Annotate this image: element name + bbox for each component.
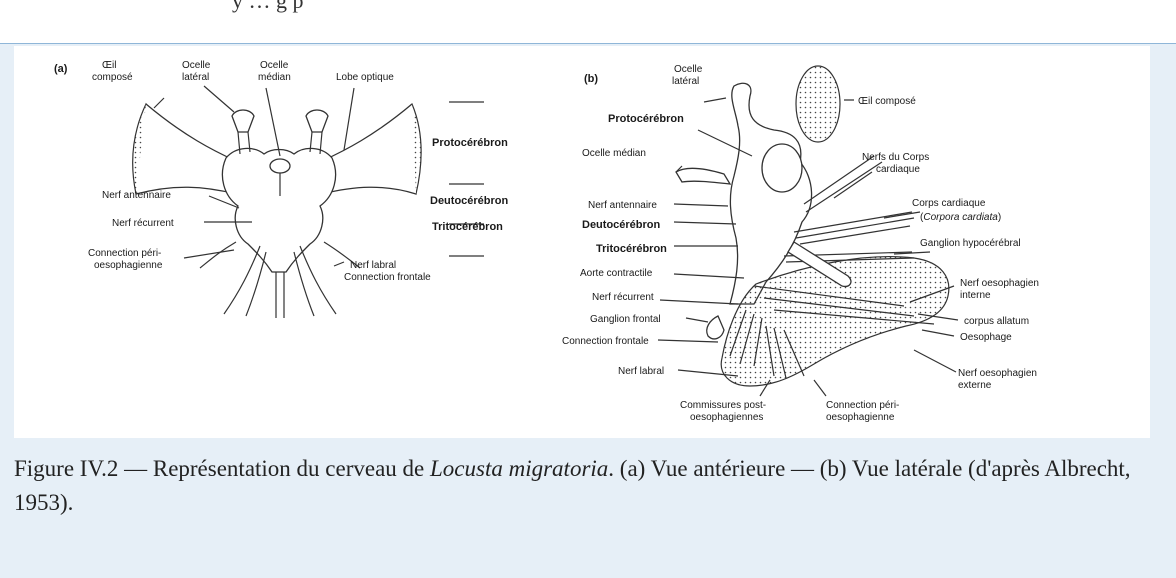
panel-b: (b) Ocelle latéral Œil composé xyxy=(562,64,1039,423)
label-b-nerf-antennaire: Nerf antennaire xyxy=(588,200,657,211)
label-b-ganglion-frontal: Ganglion frontal xyxy=(590,314,661,325)
label-a-oeil-2: composé xyxy=(92,72,133,83)
label-a-ocelle-lateral-2: latéral xyxy=(182,72,209,83)
label-a-protocerebron: Protocérébron xyxy=(432,137,508,149)
panel-a-tag: (a) xyxy=(54,63,68,75)
label-a-nerf-labral: Nerf labral xyxy=(350,260,396,271)
panel-b-brain-lobe xyxy=(762,144,802,192)
caption-species: Locusta migratoria xyxy=(430,456,608,481)
label-b-commissures-1: Commissures post- xyxy=(680,400,766,411)
panel-b-tag: (b) xyxy=(584,73,598,85)
label-b-connection-peri-2: oesophagienne xyxy=(826,412,895,423)
label-a-deutocerebron: Deutocérébron xyxy=(430,195,509,207)
label-b-ganglion-hypocerebral: Ganglion hypocérébral xyxy=(920,238,1021,249)
label-b-nerf-oeso-interne-1: Nerf oesophagien xyxy=(960,278,1039,289)
top-strip: y … g p xyxy=(0,0,1176,44)
label-a-ocelle-median-1: Ocelle xyxy=(260,60,289,71)
label-a-ocelle-lateral-1: Ocelle xyxy=(182,60,211,71)
label-b-oeil-compose: Œil composé xyxy=(858,96,916,107)
label-b-connection-frontale: Connection frontale xyxy=(562,336,649,347)
figure-panel: (a) Œil xyxy=(14,46,1150,438)
panel-b-compound-eye xyxy=(796,66,840,142)
label-b-corps-cardiaque: Corps cardiaque xyxy=(912,198,986,209)
label-a-connection-peri-2: oesophagienne xyxy=(94,260,163,271)
label-b-nerf-labral: Nerf labral xyxy=(618,366,664,377)
label-a-tritocerebron: Tritocérébron xyxy=(432,221,503,233)
label-b-ocelle-lateral-2: latéral xyxy=(672,76,699,87)
panel-a: (a) Œil xyxy=(54,60,509,318)
label-b-corpora-cardiata: (Corpora cardiata) xyxy=(920,212,1001,223)
label-b-nerf-oeso-externe-2: externe xyxy=(958,380,992,391)
label-a-nerf-recurrent: Nerf récurrent xyxy=(112,218,174,229)
label-a-nerf-antennaire: Nerf antennaire xyxy=(102,190,171,201)
label-b-nerf-oeso-interne-2: interne xyxy=(960,290,991,301)
label-b-connection-peri-1: Connection péri- xyxy=(826,400,899,411)
label-b-nerfs-corps-2: cardiaque xyxy=(876,164,920,175)
label-b-tritocerebron: Tritocérébron xyxy=(596,243,667,255)
label-b-nerf-oeso-externe-1: Nerf oesophagien xyxy=(958,368,1037,379)
caption-prefix: Figure IV.2 — Représentation du cerveau … xyxy=(14,456,430,481)
label-b-protocerebron: Protocérébron xyxy=(608,113,684,125)
label-a-ocelle-median-2: médian xyxy=(258,72,291,83)
label-a-connection-peri-1: Connection péri- xyxy=(88,248,161,259)
label-b-commissures-2: oesophagiennes xyxy=(690,412,763,423)
label-b-ocelle-lateral-1: Ocelle xyxy=(674,64,703,75)
label-b-nerf-recurrent: Nerf récurrent xyxy=(592,292,654,303)
label-b-ocelle-median: Ocelle médian xyxy=(582,148,646,159)
cropped-header-text: y … g p xyxy=(232,0,304,14)
label-a-lobe-optique: Lobe optique xyxy=(336,72,394,83)
panel-a-left-ocellus xyxy=(232,110,254,132)
label-a-connection-frontale: Connection frontale xyxy=(344,272,431,283)
label-a-oeil-1: Œil xyxy=(102,60,116,71)
label-b-aorte-contractile: Aorte contractile xyxy=(580,268,653,279)
label-b-nerfs-corps-1: Nerfs du Corps xyxy=(862,152,929,163)
panel-a-right-ocellus xyxy=(306,110,328,132)
label-b-deutocerebron: Deutocérébron xyxy=(582,219,661,231)
label-b-corpus-allatum: corpus allatum xyxy=(964,316,1029,327)
brain-figure: (a) Œil xyxy=(14,46,1150,438)
panel-a-median-ocellus xyxy=(270,159,290,173)
label-b-oesophage: Oesophage xyxy=(960,332,1012,343)
figure-caption: Figure IV.2 — Représentation du cerveau … xyxy=(14,452,1164,520)
